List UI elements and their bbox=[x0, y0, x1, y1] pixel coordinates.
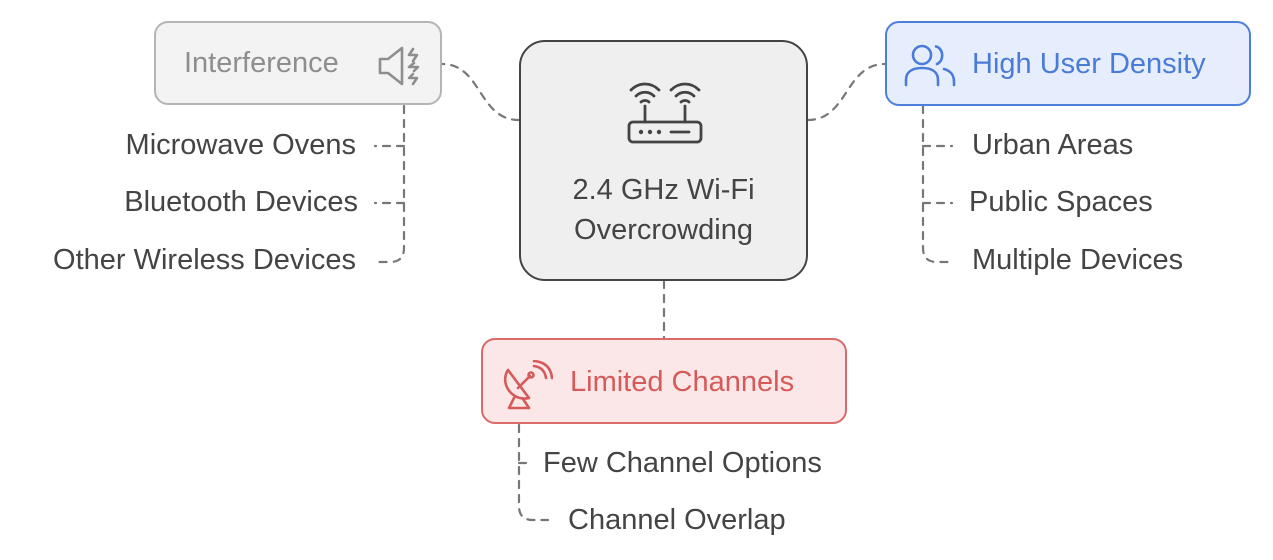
interference-label: Interference bbox=[184, 47, 339, 79]
center-title: 2.4 GHz Wi-Fi Overcrowding bbox=[521, 170, 806, 250]
interference-item-other-wireless: Other Wireless Devices bbox=[53, 244, 356, 276]
density-item-multiple: Multiple Devices bbox=[972, 244, 1184, 276]
connector-interference-spine bbox=[373, 104, 406, 264]
center-title-line-2: Overcrowding bbox=[574, 214, 753, 246]
density-item-public: Public Spaces bbox=[969, 186, 1153, 218]
speaker-interference-icon bbox=[378, 46, 420, 86]
limited-item-few-options: Few Channel Options bbox=[543, 447, 822, 479]
center-node: 2.4 GHz Wi-Fi Overcrowding bbox=[519, 40, 808, 281]
limited-item-overlap: Channel Overlap bbox=[568, 504, 786, 536]
connector-limited-spine bbox=[517, 423, 550, 522]
connector-density-spine bbox=[921, 104, 954, 264]
density-node: High User Density bbox=[885, 21, 1251, 106]
center-title-line-1: 2.4 GHz Wi-Fi bbox=[572, 174, 755, 206]
users-icon bbox=[904, 44, 956, 87]
connector-center-density bbox=[806, 62, 887, 122]
router-icon bbox=[627, 82, 703, 144]
connector-center-interference bbox=[440, 62, 521, 122]
satellite-dish-icon bbox=[503, 360, 553, 410]
limited-label: Limited Channels bbox=[570, 366, 795, 398]
interference-item-bluetooth: Bluetooth Devices bbox=[124, 186, 358, 218]
interference-item-microwave: Microwave Ovens bbox=[125, 129, 356, 161]
interference-node: Interference bbox=[154, 21, 442, 105]
density-label: High User Density bbox=[972, 48, 1206, 80]
limited-node: Limited Channels bbox=[481, 338, 847, 424]
density-item-urban: Urban Areas bbox=[972, 129, 1134, 161]
